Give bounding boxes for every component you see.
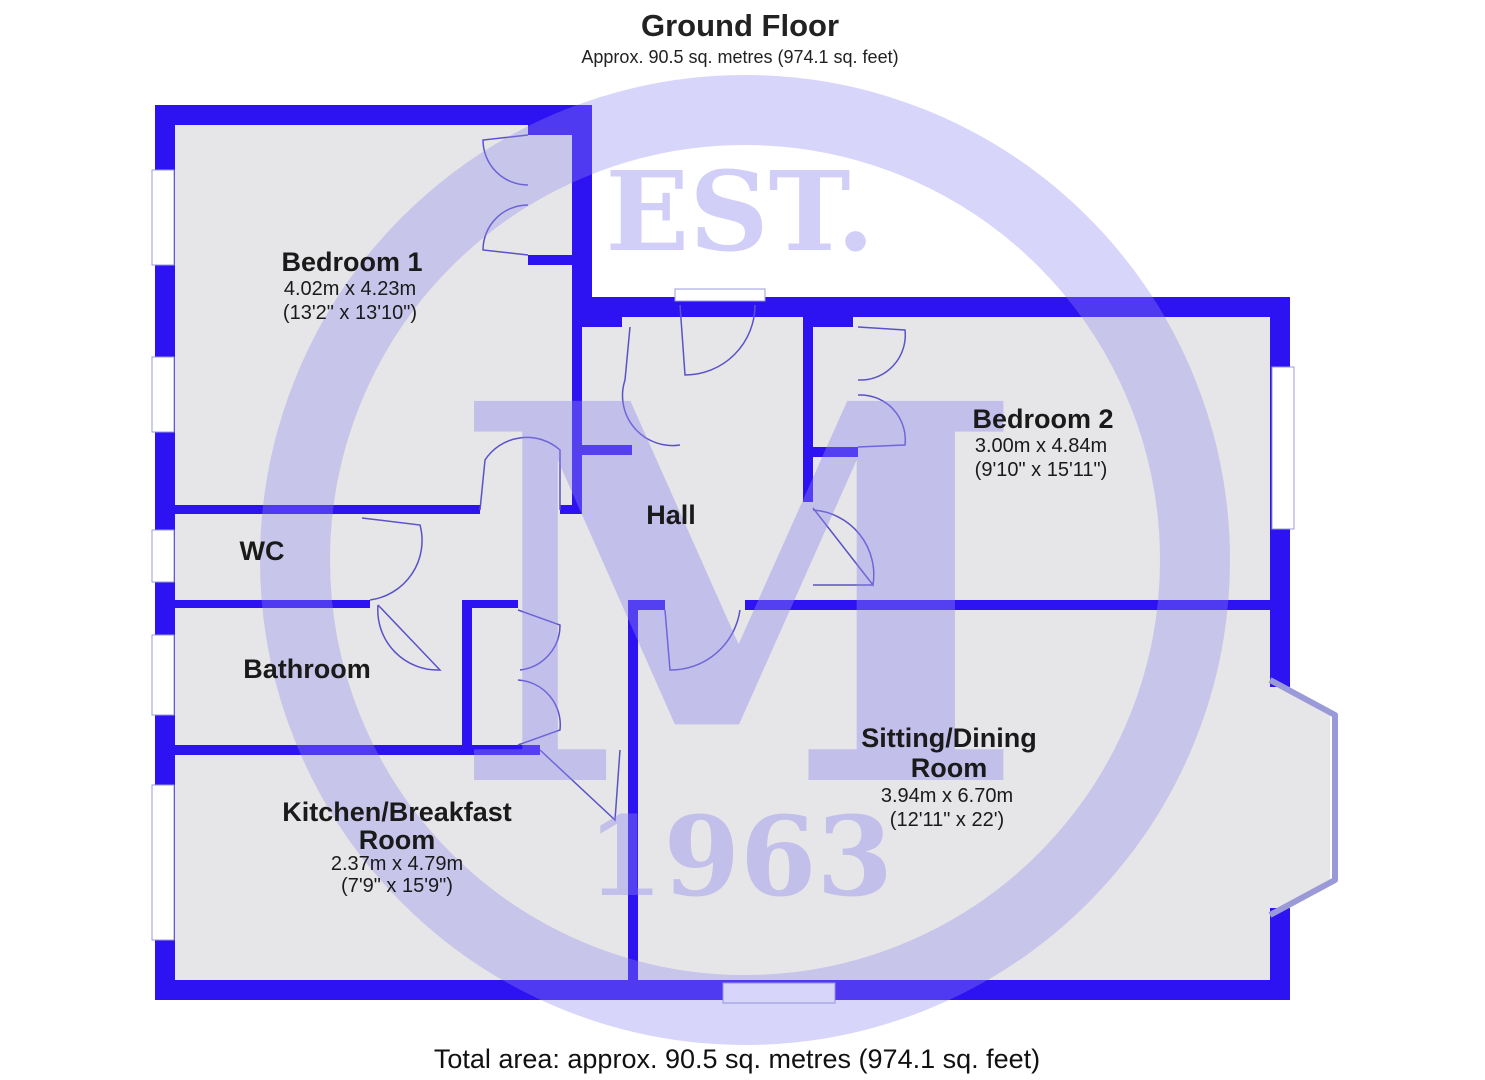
watermark-logo: EST. M 1963 (260, 75, 1230, 1045)
bedroom2-imperial: (9'10" x 15'11") (975, 459, 1108, 481)
kitchen-metric: 2.37m x 4.79m (331, 853, 463, 875)
watermark-letter: M (452, 292, 1028, 903)
kitchen-name-2: Room (359, 825, 436, 855)
sitting-name-2: Room (911, 753, 988, 783)
room-labels: Bedroom 1 4.02m x 4.23m (13'2" x 13'10")… (240, 247, 1114, 897)
floor-title: Ground Floor (641, 8, 839, 43)
bedroom1-metric: 4.02m x 4.23m (284, 278, 416, 300)
watermark-year: 1963 (587, 792, 893, 921)
floor-subtitle: Approx. 90.5 sq. metres (974.1 sq. feet) (581, 47, 898, 67)
kitchen-name-1: Kitchen/Breakfast (282, 797, 512, 827)
kitchen-imperial: (7'9" x 15'9") (341, 875, 453, 897)
sitting-name-1: Sitting/Dining (861, 723, 1036, 753)
total-area: Total area: approx. 90.5 sq. metres (974… (434, 1044, 1040, 1074)
watermark-est: EST. (605, 147, 874, 276)
bedroom2-name: Bedroom 2 (972, 404, 1113, 434)
wc-name: WC (240, 536, 285, 566)
bedroom1-name: Bedroom 1 (281, 247, 422, 277)
bedroom2-metric: 3.00m x 4.84m (975, 435, 1107, 457)
hall-name: Hall (646, 500, 696, 530)
doors (361, 134, 907, 822)
sitting-imperial: (12'11" x 22') (890, 809, 1004, 831)
windows (151, 169, 1338, 1004)
floors (175, 125, 1330, 980)
bedroom1-imperial: (13'2" x 13'10") (283, 302, 417, 324)
sitting-metric: 3.94m x 6.70m (881, 785, 1013, 807)
bathroom-name: Bathroom (243, 654, 371, 684)
